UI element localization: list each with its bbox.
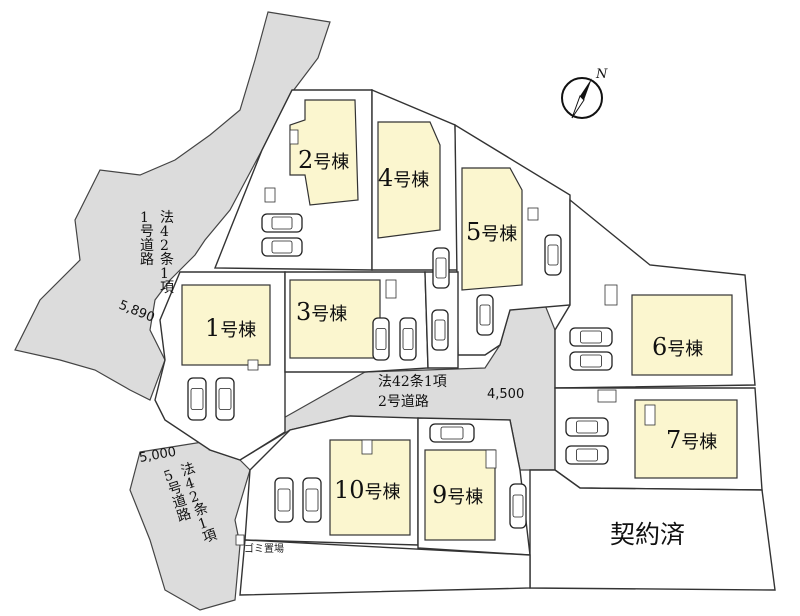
building-1-footprint <box>181 284 271 366</box>
road-label-char: 1 <box>160 266 169 282</box>
parked-car-icon <box>399 317 417 361</box>
building-4-label: 4号棟 <box>378 164 429 192</box>
building-3-footprint <box>289 279 381 359</box>
road-label-char: 道 <box>140 238 154 254</box>
car-roof <box>440 426 464 440</box>
building-5-footprint <box>461 167 523 291</box>
car-roof <box>277 488 291 512</box>
road-label-char: 1 <box>140 210 149 226</box>
parked-car-icon <box>432 247 450 289</box>
road-label-char: 2 <box>160 238 169 254</box>
building-9-footprint <box>424 449 496 541</box>
road-label-char: 路 <box>175 506 193 526</box>
svg-text:2号棟: 2号棟 <box>298 146 349 174</box>
building-6-footprint <box>631 294 733 376</box>
compass-needle-icon <box>580 78 592 100</box>
southwest-road-width: 5,000 <box>138 445 177 466</box>
parked-car-icon <box>372 317 390 361</box>
svg-text:9号棟: 9号棟 <box>432 481 483 509</box>
stair-markers <box>247 129 656 469</box>
building-1-label: 1号棟 <box>205 314 256 342</box>
road-label-char: 項 <box>160 280 174 296</box>
svg-text:5号棟: 5号棟 <box>466 218 517 246</box>
building-10-footprint <box>329 439 411 536</box>
road-label-char: 法 <box>179 460 197 480</box>
svg-text:1号棟: 1号棟 <box>205 314 256 342</box>
north-compass <box>561 77 603 119</box>
road-label-char: 項 <box>201 527 219 547</box>
car-roof <box>512 494 524 518</box>
car-roof <box>580 330 602 344</box>
road-label-char: 条 <box>192 499 211 519</box>
building-10-label: 10号棟 <box>334 476 401 504</box>
road-label-char: 路 <box>140 252 154 268</box>
parked-car-icon <box>544 234 562 276</box>
svg-text:10号棟: 10号棟 <box>334 476 401 504</box>
building-4-footprint <box>377 121 441 239</box>
central-road-label-line1: 法42条1項 <box>378 373 447 390</box>
car-roof <box>576 448 598 462</box>
car-roof <box>434 319 446 341</box>
svg-text:6号棟: 6号棟 <box>652 333 703 361</box>
road-label-char: 法 <box>160 210 174 226</box>
car-roof <box>479 304 491 326</box>
garbage-area-label: ゴミ置場 <box>244 542 284 555</box>
parked-car-icon <box>509 483 527 529</box>
building-6-label: 6号棟 <box>652 333 703 361</box>
car-roof <box>402 328 414 350</box>
svg-text:7号棟: 7号棟 <box>666 426 717 454</box>
building-9-label: 9号棟 <box>432 481 483 509</box>
road-label-char: 4 <box>160 224 169 240</box>
central-road-label-line2: 2号道路 <box>378 394 429 410</box>
car-roof <box>375 328 387 350</box>
road-label-char: 条 <box>160 251 174 268</box>
parked-car-icon <box>431 309 449 351</box>
building-2-label: 2号棟 <box>298 146 349 174</box>
svg-text:4号棟: 4号棟 <box>378 164 429 192</box>
car-roof <box>271 240 293 254</box>
road-label-char: 号 <box>140 224 154 240</box>
svg-text:3号棟: 3号棟 <box>296 298 347 326</box>
parking-cars <box>187 213 613 529</box>
sold-label: 契約済 <box>610 520 685 549</box>
west-road <box>14 11 331 401</box>
parked-car-icon <box>476 294 494 336</box>
road-label-char: 号 <box>166 479 184 499</box>
car-roof <box>576 420 598 434</box>
car-roof <box>218 388 232 410</box>
building-2-footprint <box>289 99 359 206</box>
road-label-char: 道 <box>171 492 189 512</box>
car-roof <box>435 257 447 279</box>
lot-bottom-strip <box>239 539 531 596</box>
car-roof <box>271 216 293 230</box>
compass-label: N <box>595 67 608 82</box>
garbage-area-icon <box>235 534 245 546</box>
building-5-label: 5号棟 <box>466 218 517 246</box>
central-road-width: 4,500 <box>487 387 524 402</box>
car-roof <box>305 488 319 512</box>
car-roof <box>190 388 204 410</box>
car-roof <box>580 354 602 368</box>
building-3-label: 3号棟 <box>296 298 347 326</box>
building-7-label: 7号棟 <box>666 426 717 454</box>
car-roof <box>547 244 559 266</box>
